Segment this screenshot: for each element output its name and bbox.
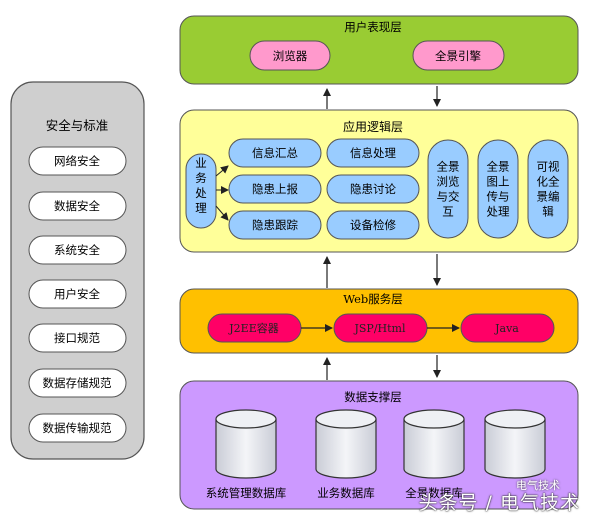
data-layer-title: 数据支撑层 [344,390,402,404]
security-item-label: 网络安全 [54,154,100,168]
business-process-char: 业 [195,156,207,170]
security-item-pill [28,191,127,221]
app-feature-pill [427,139,469,239]
app-module-label: 信息处理 [350,146,396,160]
security-panel-bg [10,81,145,460]
j2ee-container-label: J2EE容器 [228,321,278,335]
browser-label: 浏览器 [273,49,308,63]
security-item-label: 系统安全 [54,243,100,257]
database-label: 全景数据库 [405,486,463,500]
database-icon [215,419,277,479]
database-icon [315,419,377,479]
database-icon-top [484,409,546,429]
app-module-label: 隐患跟踪 [252,218,298,232]
security-item-pill [28,323,127,353]
java-label: Java [494,322,519,335]
app-feature-label: 可视化全景编辑 [537,160,560,219]
user-layer: 用户表现层 浏览器 全景引擎 [179,15,579,85]
database-icon [403,419,465,479]
database-icon-top [403,409,465,429]
business-process-char: 理 [195,201,207,215]
app-module-pill [228,210,322,240]
app-module-pill [326,174,420,204]
database-icon-top [315,409,377,429]
app-module-label: 隐患讨论 [350,182,396,196]
java-pill [460,313,555,343]
business-process-pill [185,153,217,229]
security-item-label: 数据存储规范 [43,376,112,390]
arrow-side-to-summary [215,165,229,177]
app-layer-title: 应用逻辑层 [343,119,403,134]
app-module-pill [228,138,322,168]
business-process-char: 处 [195,186,207,200]
database-icon [484,419,546,479]
panorama-engine-pill [412,40,505,71]
security-item-pill [28,235,127,265]
data-layer-bg [179,380,579,510]
app-feature-pill [527,139,569,239]
security-item-pill [28,413,127,443]
watermark-sub: 电气技术 [516,479,560,492]
security-item-label: 接口规范 [54,331,100,345]
security-item-pill [28,368,127,398]
web-layer-title: Web服务层 [343,292,403,306]
database-icon-top [215,409,277,429]
app-module-pill [326,210,420,240]
security-title: 安全与标准 [46,118,109,133]
panorama-engine-label: 全景引擎 [435,49,481,63]
browser-pill [249,40,331,71]
app-module-label: 隐患上报 [252,182,298,196]
app-feature-label: 全景浏览与交互 [437,160,460,219]
security-item-label: 数据安全 [54,199,100,213]
security-item-pill [28,279,127,309]
jsp-html-label: JSP/Html [353,322,405,335]
security-item-label: 数据传输规范 [43,421,112,435]
watermark: 头条号 / 电气技术 [418,492,580,514]
database-label: 业务数据库 [317,486,375,500]
app-module-label: 信息汇总 [252,146,298,160]
business-process-char: 务 [195,171,207,185]
arrow-side-to-track [215,205,229,221]
security-item-label: 用户安全 [54,287,100,301]
app-feature-pill [477,139,519,239]
web-layer: Web服务层 J2EE容器 JSP/Html Java [179,288,579,354]
user-layer-title: 用户表现层 [344,20,402,34]
security-item-pill [28,146,127,176]
data-layer: 数据支撑层 系统管理数据库 业务数据库 全景数据库 [179,380,579,510]
database-label: 系统管理数据库 [206,486,287,500]
app-feature-label: 全景图上传与处理 [487,160,510,219]
app-module-pill [326,138,420,168]
app-module-label: 设备检修 [350,218,396,232]
app-module-pill [228,174,322,204]
